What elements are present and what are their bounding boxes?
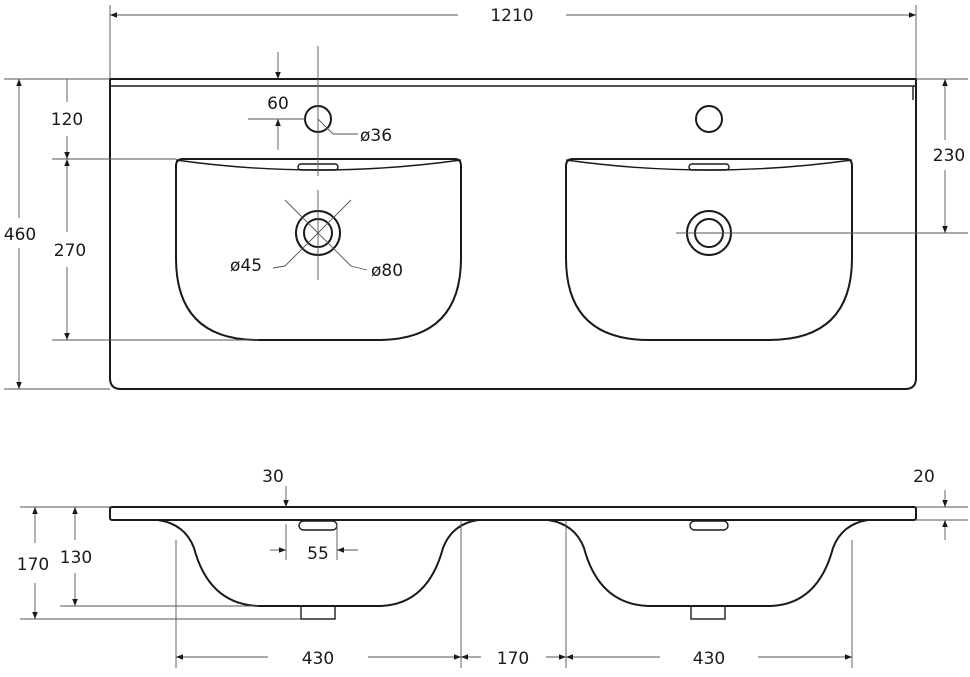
dim-label-bowl-length: 270 [54, 241, 86, 261]
dim-top-thickness-right: 20 [913, 467, 968, 540]
top-view: 1210 460 120 270 [4, 5, 968, 390]
dim-label-drain-offset-back: 230 [933, 146, 965, 166]
dim-label-top-thickness-right: 20 [913, 467, 935, 487]
dim-label-bowl-width-left: 430 [302, 649, 334, 669]
left-overflow-front [298, 520, 338, 531]
dim-overflow-width: 55 [270, 524, 358, 564]
countertop-outline [109, 78, 917, 390]
dim-drain-diameters: ø45 ø80 [230, 190, 403, 281]
dim-overall-depth: 460 [4, 78, 110, 390]
dim-label-bowl-width-right: 430 [693, 649, 725, 669]
left-drain-outlet [300, 605, 336, 620]
dim-bottom-chain: 430 170 430 [175, 520, 853, 669]
dim-bowl-length: 270 [52, 159, 258, 341]
dim-label-bowl-depth: 130 [60, 548, 92, 568]
right-drain-outlet [690, 605, 726, 620]
dim-drain-offset-back: 230 [676, 78, 968, 234]
dim-label-overflow-width: 55 [307, 544, 329, 564]
dim-label-drain-outer-diameter: ø80 [371, 261, 403, 281]
left-bowl-back-rim [175, 159, 462, 171]
dim-label-overall-width: 1210 [490, 6, 533, 26]
right-overflow-front [689, 520, 729, 531]
dim-tap-diameter: ø36 [317, 118, 392, 146]
dim-label-overall-height: 170 [17, 555, 49, 575]
dim-label-tap-diameter: ø36 [360, 126, 392, 146]
right-overflow-slot [688, 163, 730, 171]
dim-label-tap-offset-side: 60 [267, 94, 289, 114]
right-bowl-back-rim [565, 159, 853, 171]
dim-label-overall-depth: 460 [4, 225, 36, 245]
front-view: 30 20 55 170 [17, 467, 968, 669]
dim-label-bowl-spacing: 170 [497, 649, 529, 669]
countertop-slab [109, 506, 917, 521]
left-bowl-outline [175, 158, 462, 341]
dim-label-drain-diameter: ø45 [230, 256, 262, 276]
dim-label-top-thickness-left: 30 [262, 467, 284, 487]
dim-overall-height: 170 [17, 506, 301, 620]
right-bowl-outline [565, 158, 853, 341]
dim-tap-offset-side: 60 [248, 46, 319, 176]
dim-bowl-depth: 130 [60, 507, 258, 607]
dim-top-thickness-left: 30 [262, 467, 289, 507]
right-tap-hole [695, 105, 723, 133]
dim-overall-width: 1210 [109, 5, 917, 79]
right-basin-profile [547, 519, 869, 607]
dim-label-tap-offset-back: 120 [51, 110, 83, 130]
dim-tap-offset-back: 120 [51, 79, 176, 160]
